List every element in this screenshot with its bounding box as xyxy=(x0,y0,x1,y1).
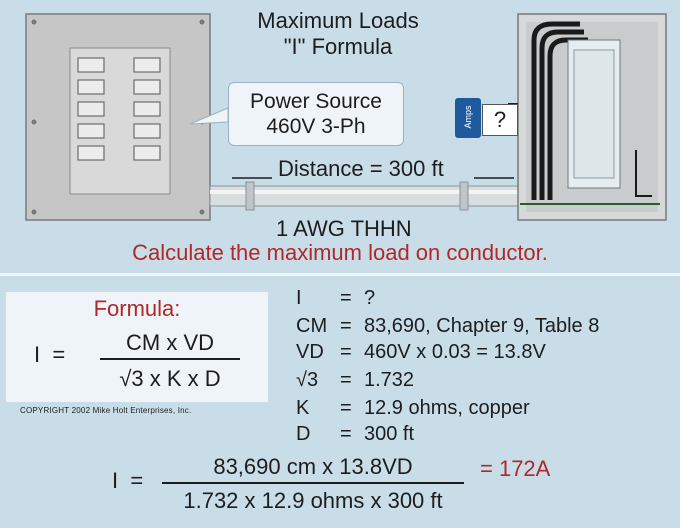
equipment-enclosure xyxy=(517,13,667,221)
formula-numerator: CM x VD xyxy=(126,330,214,355)
section-divider xyxy=(0,273,680,276)
title-line-1: Maximum Loads xyxy=(257,8,419,33)
copyright-notice: COPYRIGHT 2002 Mike Holt Enterprises, In… xyxy=(20,406,192,415)
formula-title: Formula: xyxy=(93,296,181,321)
var-value-i: ? xyxy=(364,287,376,309)
var-name-d: D xyxy=(296,423,311,445)
formula-lhs: I = xyxy=(34,342,66,367)
diagram-title: Maximum Loads "I" Formula xyxy=(218,8,458,60)
formula-denominator: √3 x K x D xyxy=(119,366,221,391)
var-value-cm: 83,690, Chapter 9, Table 8 xyxy=(364,315,600,337)
conductor-label: 1 AWG THHN xyxy=(276,216,412,241)
var-value-k: 12.9 ohms, copper xyxy=(364,397,530,419)
distance-label: Distance = 300 ft xyxy=(278,156,444,181)
var-value-sqrt3: 1.732 xyxy=(364,369,415,391)
power-source-line-1: Power Source xyxy=(250,90,382,113)
var-eq-cm: = xyxy=(340,315,352,337)
power-source-line-2: 460V 3-Ph xyxy=(266,115,366,138)
ammeter-label: Amps xyxy=(455,98,481,138)
instruction-text: Calculate the maximum load on conductor. xyxy=(132,240,548,265)
formula-fraction-bar xyxy=(100,358,240,360)
title-line-2: "I" Formula xyxy=(283,34,393,59)
var-eq-d: = xyxy=(340,423,352,445)
solution-result: = 172A xyxy=(480,456,551,481)
var-name-sqrt3: √3 xyxy=(296,369,319,391)
var-eq-vd: = xyxy=(340,341,352,363)
var-eq-i: = xyxy=(340,287,352,309)
var-value-d: 300 ft xyxy=(364,423,415,445)
breaker-panel xyxy=(25,13,211,221)
var-eq-sqrt3: = xyxy=(340,369,352,391)
conduit xyxy=(209,181,533,211)
power-source-callout: Power Source 460V 3-Ph xyxy=(228,82,404,146)
var-name-cm: CM xyxy=(296,315,328,337)
solution-fraction-bar xyxy=(162,482,464,484)
var-value-vd: 460V x 0.03 = 13.8V xyxy=(364,341,546,363)
solution-numerator: 83,690 cm x 13.8VD xyxy=(213,454,413,479)
formula-box xyxy=(6,292,268,402)
var-name-i: I xyxy=(296,287,302,309)
solution-lhs: I = xyxy=(112,468,144,493)
var-name-vd: VD xyxy=(296,341,324,363)
breaker-slots xyxy=(77,57,161,161)
var-name-k: K xyxy=(296,397,310,419)
var-eq-k: = xyxy=(340,397,352,419)
unknown-amps-box: ? xyxy=(482,104,518,136)
wiring-illustration xyxy=(25,13,667,221)
solution-denominator: 1.732 x 12.9 ohms x 300 ft xyxy=(183,488,443,513)
